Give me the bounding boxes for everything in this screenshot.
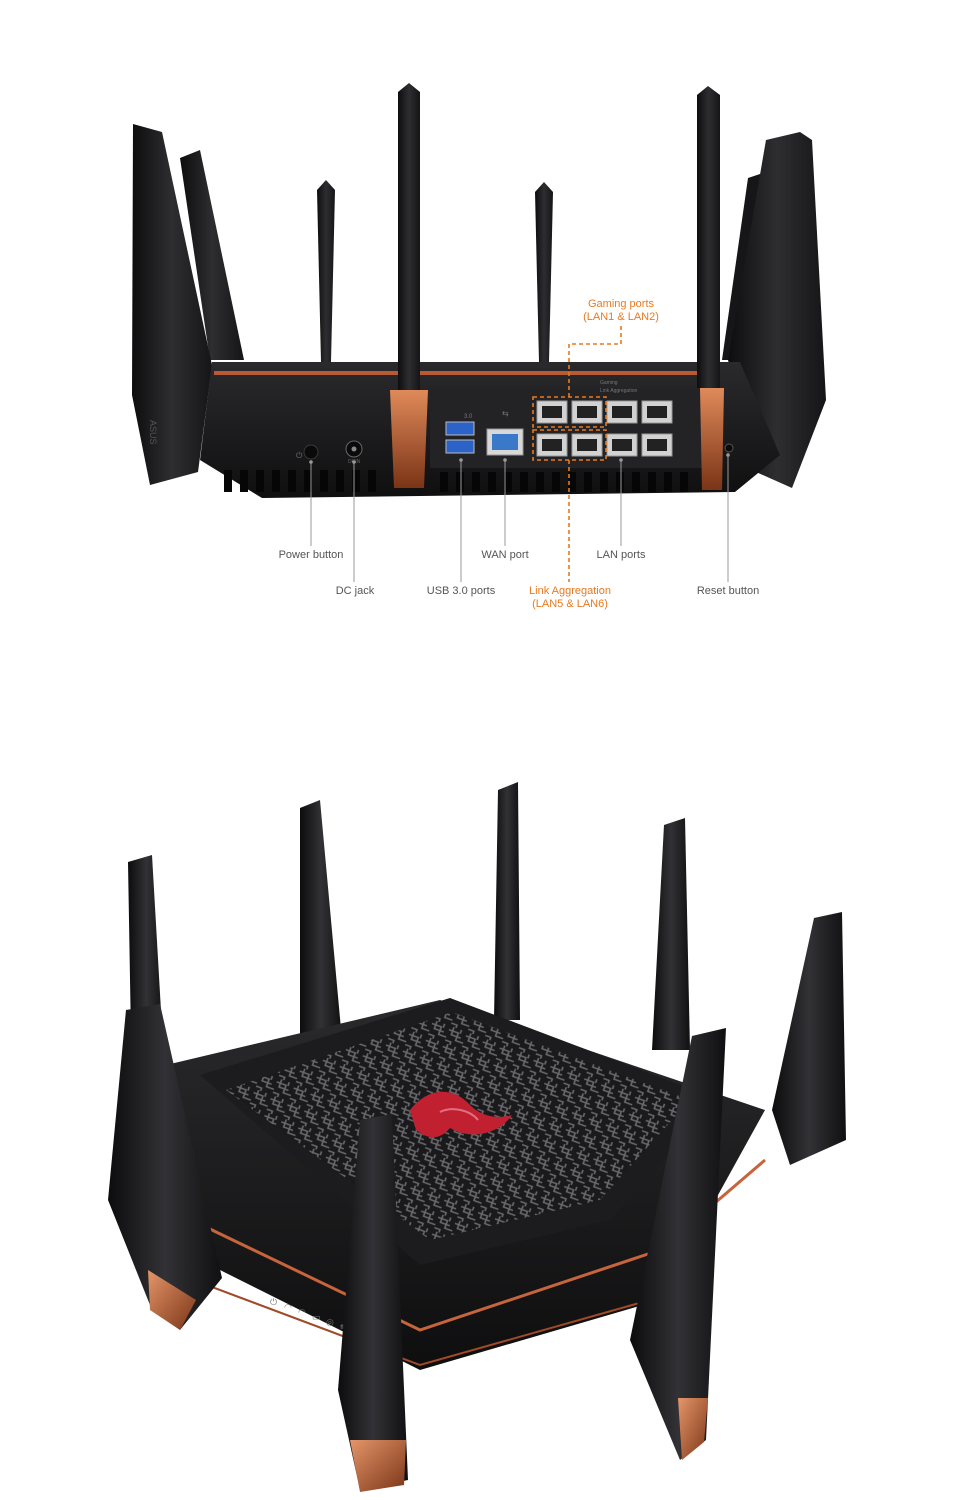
wan-icon: ⇆ xyxy=(502,409,509,418)
rog-logo xyxy=(410,1091,512,1138)
gaming-ports-label-line1: Gaming ports xyxy=(587,298,655,310)
usb-port-2 xyxy=(445,439,475,454)
gaming-ports-label-line2: (LAN1 & LAN2) xyxy=(583,311,659,323)
lan-ports-label: LAN ports xyxy=(596,549,646,561)
panel-text-link-aggregation: Link Aggregation xyxy=(600,388,637,394)
power-button xyxy=(303,444,319,460)
rear-antennas: ASUS xyxy=(132,124,826,488)
reset-button xyxy=(724,443,734,453)
lan-icon: ▭ xyxy=(312,1312,321,1322)
wan-icon: ◎ xyxy=(326,1317,334,1327)
reset-button-label: Reset button xyxy=(696,585,760,597)
dc-jack-label: DC jack xyxy=(335,585,375,597)
top-chassis: ⏻ ◠ ◠ ▭ ◎ ⇋ xyxy=(139,998,766,1370)
callout-highlights xyxy=(532,326,622,582)
rear-ports: ⏻ DCIN 3.0 ⇆ xyxy=(296,380,734,465)
usb-mark: 3.0 xyxy=(464,414,473,420)
power-icon: ⏻ xyxy=(270,1297,277,1307)
brand-mark: ASUS xyxy=(148,420,158,445)
power-button-label: Power button xyxy=(278,549,344,561)
router-top-view: ⏻ ◠ ◠ ▭ ◎ ⇋ xyxy=(108,782,846,1492)
wifi-icon: ◠ xyxy=(284,1302,292,1312)
front-antennas xyxy=(390,83,724,490)
usb-ports-label: USB 3.0 ports xyxy=(426,585,496,597)
top-front-antennas xyxy=(108,1004,726,1492)
gaming-ports-label: Gaming ports (LAN1 & LAN2) xyxy=(583,298,659,324)
link-aggregation-label-line1: Link Aggregation xyxy=(529,585,611,597)
link-aggregation-label-line2: (LAN5 & LAN6) xyxy=(532,598,608,610)
panel-text-gaming: Gaming xyxy=(600,380,618,386)
leader-lines xyxy=(310,455,729,582)
usb-port-1 xyxy=(445,421,475,436)
wan-port-label: WAN port xyxy=(481,549,529,561)
router-rear-view: ASUS xyxy=(132,83,826,582)
power-icon: ⏻ xyxy=(296,451,303,460)
link-aggregation-label: Link Aggregation (LAN5 & LAN6) xyxy=(529,585,611,611)
wifi-icon: ◠ xyxy=(298,1307,306,1317)
